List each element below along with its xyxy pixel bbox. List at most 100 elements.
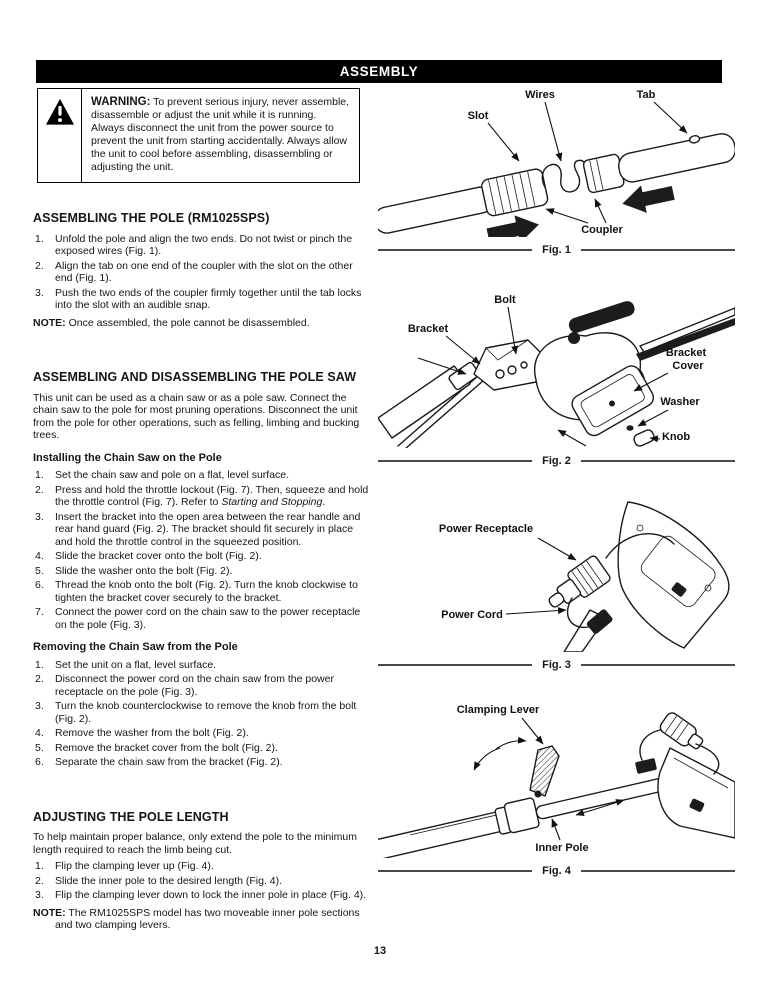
page-number: 13 xyxy=(373,945,387,957)
heading-assembling-pole-saw: ASSEMBLING AND DISASSEMBLING THE POLE SA… xyxy=(33,370,357,384)
figure-label: Tab xyxy=(637,89,656,101)
left-column: ASSEMBLING THE POLE (RM1025SPS) Unfold t… xyxy=(33,212,373,942)
pole-receptacle xyxy=(635,758,657,774)
figure-3: Power Receptacle Power Cord Fig. 3 xyxy=(378,492,736,671)
saw-chain xyxy=(636,318,735,361)
figure-label: Clamping Lever xyxy=(457,704,540,716)
figure-label: Washer xyxy=(660,396,700,408)
heading-removing: Removing the Chain Saw from the Pole xyxy=(33,641,238,653)
list-item: Turn the knob counterclockwise to remove… xyxy=(35,700,357,725)
list-item: Slide the inner pole to the desired leng… xyxy=(35,874,283,887)
leader-arrow xyxy=(649,435,661,443)
warning-icon-cell xyxy=(38,89,82,182)
caption-rule xyxy=(378,664,533,666)
leader-arrow xyxy=(505,607,567,615)
installing-steps: Set the chain saw and pole on a flat, le… xyxy=(33,469,373,631)
page-title: ASSEMBLY xyxy=(339,64,419,79)
figure-label: Slot xyxy=(468,110,489,122)
tab-bump xyxy=(688,135,701,144)
push-arrow-right-icon xyxy=(486,215,539,243)
throttle-lockout xyxy=(568,332,580,344)
pole-saw-intro: This unit can be used as a chain saw or … xyxy=(33,391,360,442)
bracket-shape xyxy=(473,339,543,391)
rear-handle xyxy=(568,301,635,333)
warning-text: WARNING: To prevent serious injury, neve… xyxy=(91,96,350,173)
pole-assembly-steps: Unfold the pole and align the two ends. … xyxy=(33,233,373,312)
cord-lower xyxy=(566,597,593,629)
cord xyxy=(695,743,720,775)
push-arrow-left-icon xyxy=(622,185,675,213)
receptacle-plug xyxy=(548,555,611,608)
leader-arrow xyxy=(551,818,561,841)
fig3-power-cord-drawing: Power Receptacle Power Cord xyxy=(439,501,730,653)
heading-assembling-pole: ASSEMBLING THE POLE (RM1025SPS) xyxy=(33,211,270,225)
list-item: Insert the bracket into the open area be… xyxy=(35,510,361,548)
cord-plug xyxy=(659,712,704,750)
list-item: Separate the chain saw from the bracket … xyxy=(35,756,283,768)
figure-4: Clamping Lever Inner Pole Fig. 4 xyxy=(369,698,736,877)
leader-arrow xyxy=(445,335,481,365)
figure-caption: Fig. 2 xyxy=(378,455,736,467)
list-item: Push the two ends of the coupler firmly … xyxy=(35,286,362,312)
cord-connector xyxy=(586,609,613,634)
caption-rule xyxy=(378,249,533,251)
figure-label: Bracket xyxy=(666,347,707,359)
list-item: Align the tab on one end of the coupler … xyxy=(35,259,353,285)
figure-label: Wires xyxy=(525,89,555,101)
pole-length-steps: Flip the clamping lever up (Fig. 4). Sli… xyxy=(33,860,373,902)
list-item: Press and hold the throttle lockout (Fig… xyxy=(35,483,369,509)
leader-arrow xyxy=(507,306,519,355)
leader-arrow xyxy=(594,198,607,224)
caption-rule xyxy=(378,870,533,872)
list-item: Connect the power cord on the chain saw … xyxy=(35,606,361,631)
figure-caption: Fig. 4 xyxy=(378,865,736,877)
list-item: Flip the clamping lever up (Fig. 4). xyxy=(35,860,214,872)
cord xyxy=(639,729,661,761)
warning-label: WARNING: xyxy=(91,96,151,108)
warning-triangle-icon xyxy=(45,98,74,125)
washer-shape xyxy=(626,425,634,431)
leader-arrow xyxy=(653,101,688,134)
figure-label: Bolt xyxy=(494,294,516,306)
note: NOTE: Once assembled, the pole cannot be… xyxy=(33,316,310,329)
knob-shape xyxy=(633,429,655,447)
caption-rule xyxy=(580,664,736,666)
list-item: Slide the bracket cover onto the bolt (F… xyxy=(35,550,262,562)
figure-caption: Fig. 1 xyxy=(378,244,736,256)
leader-arrow xyxy=(637,409,669,427)
slide-arrow xyxy=(575,807,600,817)
list-item: Remove the washer from the bolt (Fig. 2)… xyxy=(35,727,249,739)
list-item: Disconnect the power cord on the chain s… xyxy=(35,673,334,698)
fig4-pole-length-drawing: Clamping Lever Inner Pole xyxy=(369,704,736,860)
note: NOTE: The RM1025SPS model has two moveab… xyxy=(33,906,360,932)
saw-rear-handle xyxy=(617,501,730,649)
insert-arrow xyxy=(417,357,467,375)
leader-arrow xyxy=(537,537,577,561)
leader-arrow xyxy=(544,101,563,162)
figure-label: Knob xyxy=(662,431,690,443)
flip-arrow xyxy=(495,736,527,750)
caption-rule xyxy=(378,460,533,462)
figure-caption: Fig. 3 xyxy=(378,659,736,671)
caption-rule xyxy=(580,460,736,462)
figure-label: Coupler xyxy=(581,224,623,236)
list-item: Set the chain saw and pole on a flat, le… xyxy=(35,469,290,481)
removing-steps: Set the unit on a flat, level surface. D… xyxy=(33,659,373,769)
bracket-cover-shape xyxy=(571,365,655,437)
figure-label: Bracket xyxy=(408,323,449,335)
leader-arrow xyxy=(545,208,589,224)
saw-partial xyxy=(657,747,736,839)
cord-upper xyxy=(605,532,675,559)
section-title-bar: ASSEMBLY xyxy=(36,60,722,83)
heading-adjusting-pole-length: ADJUSTING THE POLE LENGTH xyxy=(33,809,229,824)
list-item: Flip the clamping lever down to lock the… xyxy=(35,889,367,901)
leader-arrow xyxy=(521,717,544,745)
list-item: Unfold the pole and align the two ends. … xyxy=(35,232,353,258)
figure-label: Power Cord xyxy=(441,609,503,621)
figure-label: Cover xyxy=(672,360,704,372)
right-pole xyxy=(582,133,737,194)
list-item: Slide the washer onto the bolt (Fig. 2). xyxy=(35,564,233,577)
figure-label: Power Receptacle xyxy=(439,523,533,535)
list-item: Set the unit on a flat, level surface. xyxy=(35,658,217,671)
